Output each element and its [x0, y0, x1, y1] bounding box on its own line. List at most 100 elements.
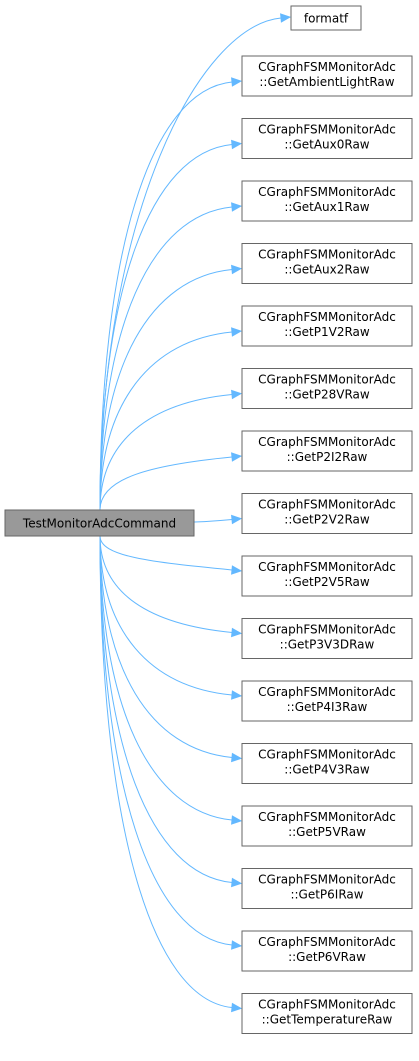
callee-node-getp6iraw[interactable]: CGraphFSMMonitorAdc::GetP6IRaw [241, 868, 413, 909]
call-edge [99, 456, 233, 511]
callee-node-gettemperatureraw[interactable]: CGraphFSMMonitorAdc::GetTemperatureRaw [241, 993, 413, 1034]
callee-class-label: CGraphFSMMonitorAdc [258, 623, 396, 637]
call-edge [99, 535, 233, 696]
arrow-head [231, 452, 243, 462]
callee-node-box [241, 55, 413, 97]
call-edge [99, 535, 233, 633]
call-edge [99, 535, 233, 571]
root-function-node[interactable]: TestMonitorAdcCommand [4, 509, 195, 537]
call-edge [99, 535, 233, 883]
callee-node-box [241, 805, 413, 847]
callee-node-getp1v2raw[interactable]: CGraphFSMMonitorAdc::GetP1V2Raw [241, 305, 413, 347]
callee-class-label: CGraphFSMMonitorAdc [258, 248, 396, 262]
callee-class-label: CGraphFSMMonitorAdc [258, 435, 396, 449]
callee-node-getambientlightraw[interactable]: CGraphFSMMonitorAdc::GetAmbientLightRaw [241, 55, 413, 97]
callee-method-label: ::GetTemperatureRaw [262, 1013, 393, 1027]
callee-node-box [241, 868, 413, 909]
callee-node-box [241, 243, 413, 284]
callee-method-label: ::GetP6IRaw [290, 888, 363, 902]
callee-method-label: ::GetP2I2Raw [287, 450, 368, 464]
arrow-head [231, 815, 243, 825]
callee-method-label: ::GetAmbientLightRaw [259, 75, 394, 89]
call-edge [99, 81, 233, 511]
arrow-head [231, 1002, 243, 1013]
arrow-head [231, 514, 243, 525]
callee-node-getp4i3raw[interactable]: CGraphFSMMonitorAdc::GetP4I3Raw [241, 680, 413, 722]
callee-node-box [241, 743, 413, 784]
callee-node-getp2v5raw[interactable]: CGraphFSMMonitorAdc::GetP2V5Raw [241, 555, 413, 597]
callee-class-label: CGraphFSMMonitorAdc [258, 498, 396, 512]
callee-method-label: ::GetP6VRaw [288, 950, 366, 964]
callee-node-box [241, 305, 413, 347]
root-node-box [4, 509, 195, 537]
callee-method-label: formatf [304, 12, 349, 26]
callee-node-getp5vraw[interactable]: CGraphFSMMonitorAdc::GetP5VRaw [241, 805, 413, 847]
callee-node-box [241, 180, 413, 222]
callee-class-label: CGraphFSMMonitorAdc [258, 685, 396, 699]
callee-method-label: ::GetAux2Raw [284, 263, 369, 277]
callee-node-box [241, 118, 413, 159]
callee-node-formatf[interactable]: formatf [290, 5, 362, 31]
callee-node-getp3v3draw[interactable]: CGraphFSMMonitorAdc::GetP3V3DRaw [241, 618, 413, 659]
callee-method-label: ::GetAux1Raw [284, 200, 369, 214]
arrow-head [231, 327, 243, 337]
call-edge [99, 144, 233, 511]
callee-nodes: formatfCGraphFSMMonitorAdc::GetAmbientLi… [241, 5, 413, 1034]
call-edge [99, 206, 233, 511]
callee-node-getp28vraw[interactable]: CGraphFSMMonitorAdc::GetP28VRaw [241, 368, 413, 409]
arrow-head [231, 202, 243, 212]
call-edge [99, 535, 233, 758]
callee-method-label: ::GetP2V5Raw [284, 575, 370, 589]
call-edge [99, 535, 233, 821]
callee-class-label: CGraphFSMMonitorAdc [258, 310, 396, 324]
call-edge [99, 331, 233, 511]
callee-node-box [241, 555, 413, 597]
callee-node-getaux0raw[interactable]: CGraphFSMMonitorAdc::GetAux0Raw [241, 118, 413, 159]
callee-node-box [241, 618, 413, 659]
arrow-head [231, 139, 243, 150]
callee-class-label: CGraphFSMMonitorAdc [258, 748, 396, 762]
call-edge [99, 535, 233, 946]
callee-node-box [241, 680, 413, 722]
callee-method-label: ::GetP1V2Raw [284, 325, 370, 339]
callee-node-getaux1raw[interactable]: CGraphFSMMonitorAdc::GetAux1Raw [241, 180, 413, 222]
arrow-head [231, 77, 243, 87]
callee-node-box [241, 930, 413, 972]
arrow-head [231, 627, 243, 638]
callee-class-label: CGraphFSMMonitorAdc [258, 810, 396, 824]
call-edge [99, 269, 233, 511]
arrow-head [231, 565, 243, 575]
callee-method-label: ::GetP2V2Raw [284, 513, 370, 527]
call-edge [99, 394, 233, 511]
callee-method-label: ::GetAux0Raw [284, 138, 369, 152]
arrow-head [280, 13, 292, 23]
callee-node-box [241, 493, 413, 534]
callee-class-label: CGraphFSMMonitorAdc [258, 998, 396, 1012]
callee-class-label: CGraphFSMMonitorAdc [258, 123, 396, 137]
callee-node-getp2v2raw[interactable]: CGraphFSMMonitorAdc::GetP2V2Raw [241, 493, 413, 534]
callee-node-box [241, 368, 413, 409]
callee-class-label: CGraphFSMMonitorAdc [258, 185, 396, 199]
callee-class-label: CGraphFSMMonitorAdc [258, 560, 396, 574]
callee-class-label: CGraphFSMMonitorAdc [258, 373, 396, 387]
callee-method-label: ::GetP4I3Raw [287, 700, 368, 714]
callee-class-label: CGraphFSMMonitorAdc [258, 935, 396, 949]
arrow-head [231, 389, 243, 400]
arrow-head [231, 877, 243, 888]
callee-class-label: CGraphFSMMonitorAdc [258, 873, 396, 887]
callee-class-label: CGraphFSMMonitorAdc [258, 60, 396, 74]
callee-node-getaux2raw[interactable]: CGraphFSMMonitorAdc::GetAux2Raw [241, 243, 413, 284]
callee-node-getp2i2raw[interactable]: CGraphFSMMonitorAdc::GetP2I2Raw [241, 430, 413, 472]
callee-node-box [241, 430, 413, 472]
callee-node-getp4v3raw[interactable]: CGraphFSMMonitorAdc::GetP4V3Raw [241, 743, 413, 784]
root-node-label: TestMonitorAdcCommand [22, 517, 176, 531]
arrow-head [231, 264, 243, 275]
callee-node-getp6vraw[interactable]: CGraphFSMMonitorAdc::GetP6VRaw [241, 930, 413, 972]
call-edge [99, 535, 233, 1008]
arrow-head [231, 752, 243, 763]
arrow-head [231, 690, 243, 700]
callee-method-label: ::GetP28VRaw [284, 388, 370, 402]
callee-method-label: ::GetP3V3DRaw [280, 638, 375, 652]
arrow-head [231, 940, 243, 950]
